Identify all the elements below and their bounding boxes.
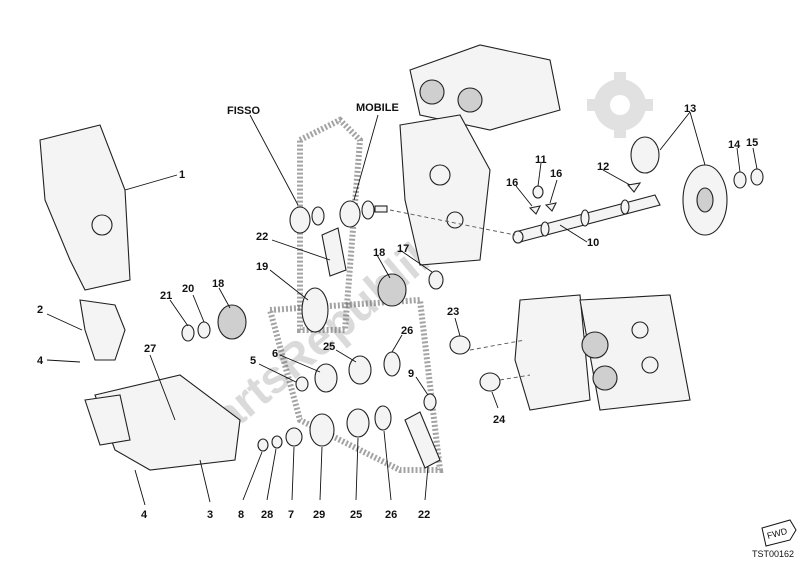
bearing-25b bbox=[346, 408, 370, 438]
callout-25: 25 bbox=[350, 509, 362, 521]
callout-13: 13 bbox=[684, 103, 696, 115]
key-16a bbox=[528, 205, 541, 215]
callout-16: 16 bbox=[506, 177, 518, 189]
callout-numbers: 1 2 3 4 4 5 6 7 8 9 10 11 12 13 14 15 16… bbox=[37, 103, 758, 521]
washer-28 bbox=[271, 435, 283, 449]
callout-28: 28 bbox=[261, 509, 273, 521]
callout-29: 29 bbox=[313, 509, 325, 521]
callout-26: 26 bbox=[401, 325, 413, 337]
label-fisso: FISSO bbox=[227, 105, 260, 117]
camshaft bbox=[512, 194, 661, 244]
belt-cover-front bbox=[94, 374, 241, 471]
cover-gasket bbox=[84, 394, 131, 446]
key-12 bbox=[626, 182, 642, 193]
callout-9: 9 bbox=[408, 368, 414, 380]
callout-22: 22 bbox=[256, 231, 268, 243]
ring-26b bbox=[374, 405, 392, 431]
callout-1: 1 bbox=[179, 169, 185, 181]
bolt-5 bbox=[295, 376, 309, 392]
callout-4: 4 bbox=[37, 355, 44, 367]
callout-20: 20 bbox=[182, 283, 194, 295]
ring-26a bbox=[383, 351, 401, 377]
callout-8: 8 bbox=[238, 509, 244, 521]
tensioner-fixed bbox=[289, 206, 325, 234]
callout-4: 4 bbox=[141, 509, 148, 521]
callout-14: 14 bbox=[728, 139, 741, 151]
callout-15: 15 bbox=[746, 137, 758, 149]
bearing-25a bbox=[348, 355, 372, 385]
timing-belt-rear bbox=[297, 116, 364, 333]
washer-14 bbox=[733, 171, 747, 189]
pulley-18-upper bbox=[377, 273, 407, 307]
callout-2: 2 bbox=[37, 304, 43, 316]
belt-22-lower bbox=[404, 411, 441, 469]
drawing-code: TST00162 bbox=[752, 549, 794, 559]
callout-16: 16 bbox=[550, 168, 562, 180]
callout-3: 3 bbox=[207, 509, 213, 521]
camshaft-pulley bbox=[630, 136, 728, 236]
callout-26: 26 bbox=[385, 509, 397, 521]
callout-24: 24 bbox=[493, 414, 506, 426]
circlip-9 bbox=[423, 393, 437, 411]
nut-21 bbox=[181, 324, 195, 342]
callout-19: 19 bbox=[256, 261, 268, 273]
leader-lines bbox=[46, 111, 758, 506]
belt-cover-rear bbox=[39, 124, 131, 291]
bolt-23 bbox=[449, 335, 471, 355]
pulley-18-lower bbox=[217, 304, 247, 340]
nut-8 bbox=[257, 438, 269, 452]
callout-17: 17 bbox=[397, 243, 409, 255]
roller-6 bbox=[314, 363, 338, 393]
watermark-gear-icon bbox=[587, 72, 653, 138]
key-16b bbox=[544, 202, 557, 212]
callout-7: 7 bbox=[288, 509, 294, 521]
circlip-11 bbox=[532, 185, 544, 199]
forward-arrow-icon: FWD bbox=[761, 519, 797, 547]
nut-15 bbox=[750, 168, 764, 186]
callout-18: 18 bbox=[212, 278, 224, 290]
spacer-17 bbox=[428, 270, 444, 290]
front-cylinder-head bbox=[514, 294, 691, 411]
label-mobile: MOBILE bbox=[356, 102, 399, 114]
tensioner-mobile bbox=[339, 200, 388, 228]
callout-23: 23 bbox=[447, 306, 459, 318]
spacer-20 bbox=[197, 321, 211, 339]
callout-6: 6 bbox=[272, 348, 278, 360]
callout-5: 5 bbox=[250, 355, 256, 367]
rear-cylinder-head bbox=[399, 44, 561, 266]
roller-29 bbox=[309, 413, 335, 447]
belt-22-upper bbox=[321, 227, 347, 277]
pulley-19 bbox=[301, 287, 329, 333]
bracket-plate bbox=[79, 299, 126, 361]
callout-12: 12 bbox=[597, 161, 609, 173]
bolt-24 bbox=[479, 372, 501, 392]
callout-18: 18 bbox=[373, 247, 385, 259]
callout-11: 11 bbox=[535, 154, 547, 166]
callout-10: 10 bbox=[587, 237, 599, 249]
spacer-7 bbox=[285, 427, 303, 447]
callout-22: 22 bbox=[418, 509, 430, 521]
callout-25: 25 bbox=[323, 341, 335, 353]
cover-hole bbox=[91, 214, 113, 236]
callout-27: 27 bbox=[144, 343, 156, 355]
callout-21: 21 bbox=[160, 290, 172, 302]
